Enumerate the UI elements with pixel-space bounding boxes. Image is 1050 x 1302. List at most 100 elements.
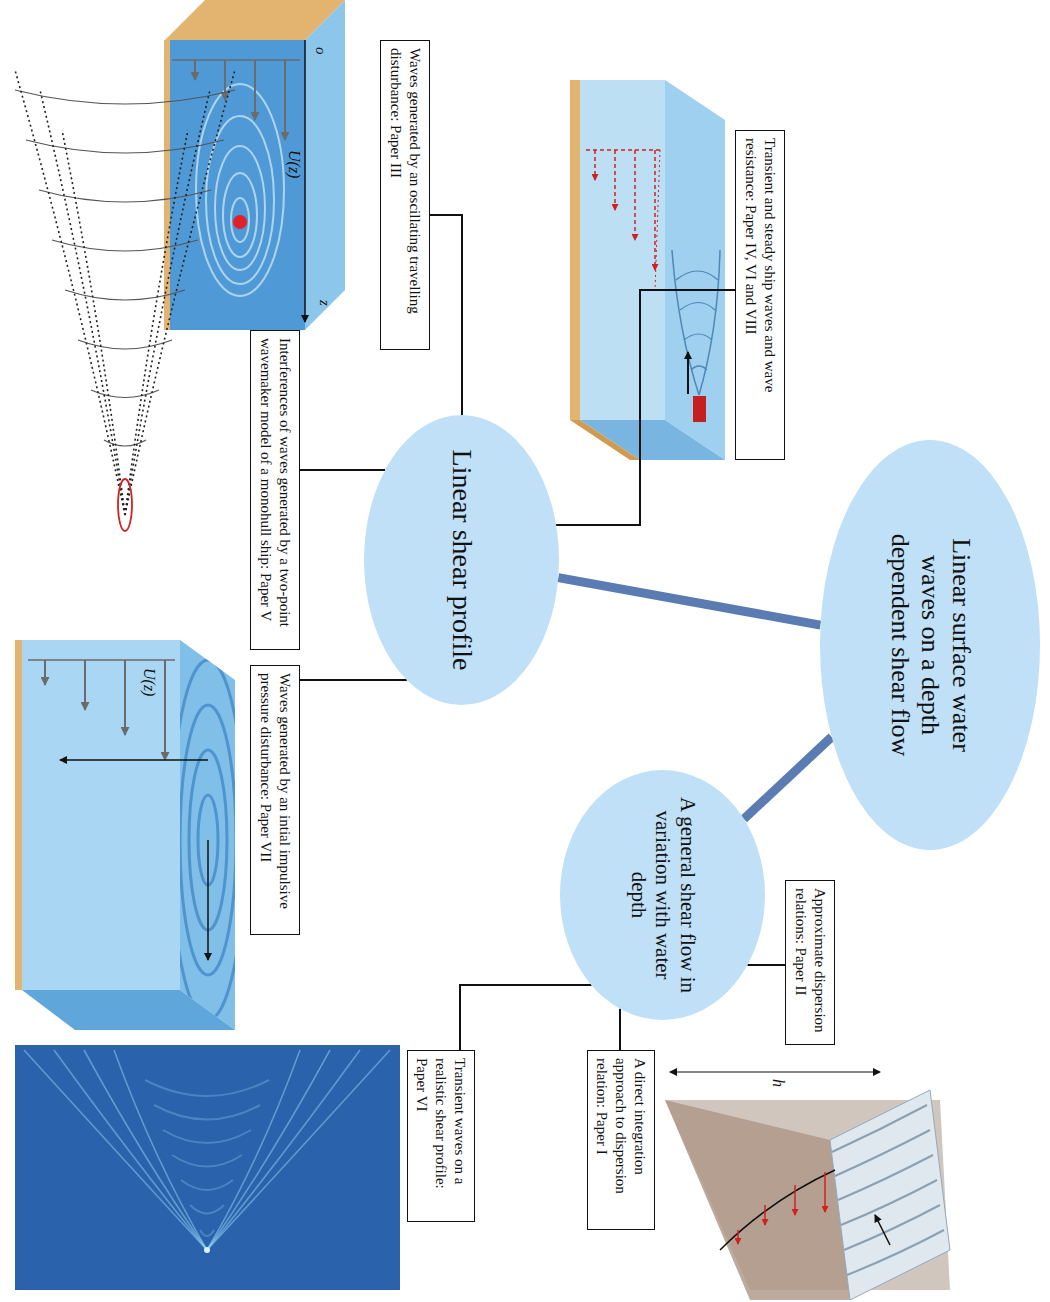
paper-label: Transient waves on a realistic shear pro…: [413, 1058, 469, 1214]
figure-line: [594, 150, 596, 180]
figure-path: [207, 1050, 360, 1250]
ellipse-text-wrap: Linear surface water waves on a depth de…: [820, 440, 1040, 850]
connector-line: [430, 215, 462, 415]
paper-box: A direct integration approach to dispers…: [587, 1050, 655, 1230]
figure-ellipse: [231, 198, 249, 242]
figure-line: [764, 1205, 766, 1225]
figure-rect: [693, 396, 706, 422]
figure-ellipse: [206, 116, 274, 284]
paper-box: Interferences of waves generated by a tw…: [251, 330, 301, 650]
ellipse-text-wrap: A general shear flow in variation with w…: [561, 770, 766, 1020]
figure-ellipse: [118, 479, 132, 531]
paper-label: Approximate dispersion relations: Paper …: [792, 888, 830, 1037]
topic-ellipse: A general shear flow in variation with w…: [561, 770, 766, 1020]
figure-path: [720, 1170, 835, 1250]
figure-path: [676, 271, 718, 280]
figure-path: [207, 1050, 300, 1250]
figure-polygon: [15, 640, 22, 990]
figure-line: [284, 60, 286, 140]
connector-line: [460, 985, 591, 1050]
figure-line: [614, 150, 616, 210]
figure-polygon: [830, 1090, 950, 1300]
transient-wake-image: [15, 1045, 400, 1290]
paper-box: Transient and steady ship waves and wave…: [736, 130, 786, 460]
figure-path: [835, 1130, 930, 1176]
varying-depth-sketch: [665, 1072, 950, 1300]
figure-line: [224, 60, 226, 100]
paper-label: A direct integration approach to dispers…: [593, 1058, 649, 1222]
figure-path: [680, 303, 715, 311]
figure-path: [52, 240, 198, 251]
paper-box: Approximate dispersion relations: Paper …: [786, 880, 836, 1045]
topic-label: Linear surface water waves on a depth de…: [884, 520, 976, 770]
figure-path: [125, 90, 210, 515]
figure-line: [207, 840, 209, 960]
figure-line: [794, 1185, 796, 1215]
figure-path: [54, 1050, 207, 1250]
figure-path: [684, 334, 712, 340]
figure-path: [181, 1180, 233, 1190]
figure-polygon: [665, 1100, 850, 1300]
figure-line: [254, 60, 256, 120]
figure-path: [91, 390, 159, 398]
figure-ellipse: [215, 146, 265, 270]
figure-path: [15, 70, 125, 515]
figure-g: [24, 1050, 390, 1250]
figure-path: [832, 1105, 927, 1152]
figure-path: [125, 70, 235, 515]
figure-line: [172, 59, 300, 61]
figure-label: U(z): [286, 150, 302, 178]
figure-path: [62, 130, 125, 515]
figure-polygon: [665, 80, 725, 460]
figure-path: [15, 90, 235, 104]
ship-wave-block: [570, 80, 725, 460]
figure-polygon: [580, 80, 665, 420]
figure-path: [26, 140, 224, 153]
figure-path: [163, 1130, 251, 1143]
ellipse-shape: [820, 440, 1040, 850]
figure-polygon: [570, 420, 640, 460]
wavemaker-pattern: [15, 70, 235, 531]
figure-line: [737, 1230, 739, 1244]
paper-box: Transient waves on a realistic shear pro…: [407, 1050, 475, 1222]
figure-ellipse: [171, 660, 245, 1020]
figure-polygon: [180, 640, 235, 1030]
figure-polygon: [165, 0, 345, 40]
figure-line: [28, 659, 175, 661]
connector-line: [556, 290, 735, 525]
figure-path: [847, 1230, 944, 1275]
paper-label: Interferences of waves generated by a tw…: [257, 338, 295, 642]
figure-path: [190, 1205, 224, 1214]
figure-ellipse: [223, 173, 257, 257]
connector-line: [619, 1009, 621, 1050]
figure-polygon: [22, 990, 235, 1030]
figure-polygon: [22, 640, 180, 990]
figure-path: [844, 1205, 940, 1250]
figure-g: [24, 1050, 390, 1253]
connector-line: [747, 964, 785, 966]
figure-path: [838, 1155, 933, 1200]
figure-path: [125, 130, 188, 515]
figure-rect: [15, 1045, 400, 1290]
figure-line: [655, 150, 660, 290]
figure-g: [145, 1080, 269, 1236]
figure-circle: [204, 1247, 210, 1253]
figure-path: [24, 1050, 207, 1250]
figure-line: [654, 150, 656, 270]
figure-path: [207, 1050, 390, 1250]
figure-polygon: [164, 40, 170, 330]
figure-path: [65, 290, 185, 300]
figure-polygon: [305, 0, 345, 330]
figure-ellipse: [180, 705, 236, 975]
figure-line: [670, 1071, 880, 1072]
figure-line: [687, 352, 689, 394]
figure-line: [304, 40, 306, 322]
thick-connector: [744, 737, 832, 819]
figure-polygon: [570, 80, 580, 420]
figure-path: [154, 1105, 260, 1120]
ellipse-text-wrap: Linear shear profile: [365, 415, 560, 705]
figure-path: [200, 1230, 214, 1236]
figure-g: [15, 70, 235, 515]
thick-connector: [558, 578, 820, 626]
paper-label: Waves generated by an intial impulsive p…: [257, 673, 295, 927]
